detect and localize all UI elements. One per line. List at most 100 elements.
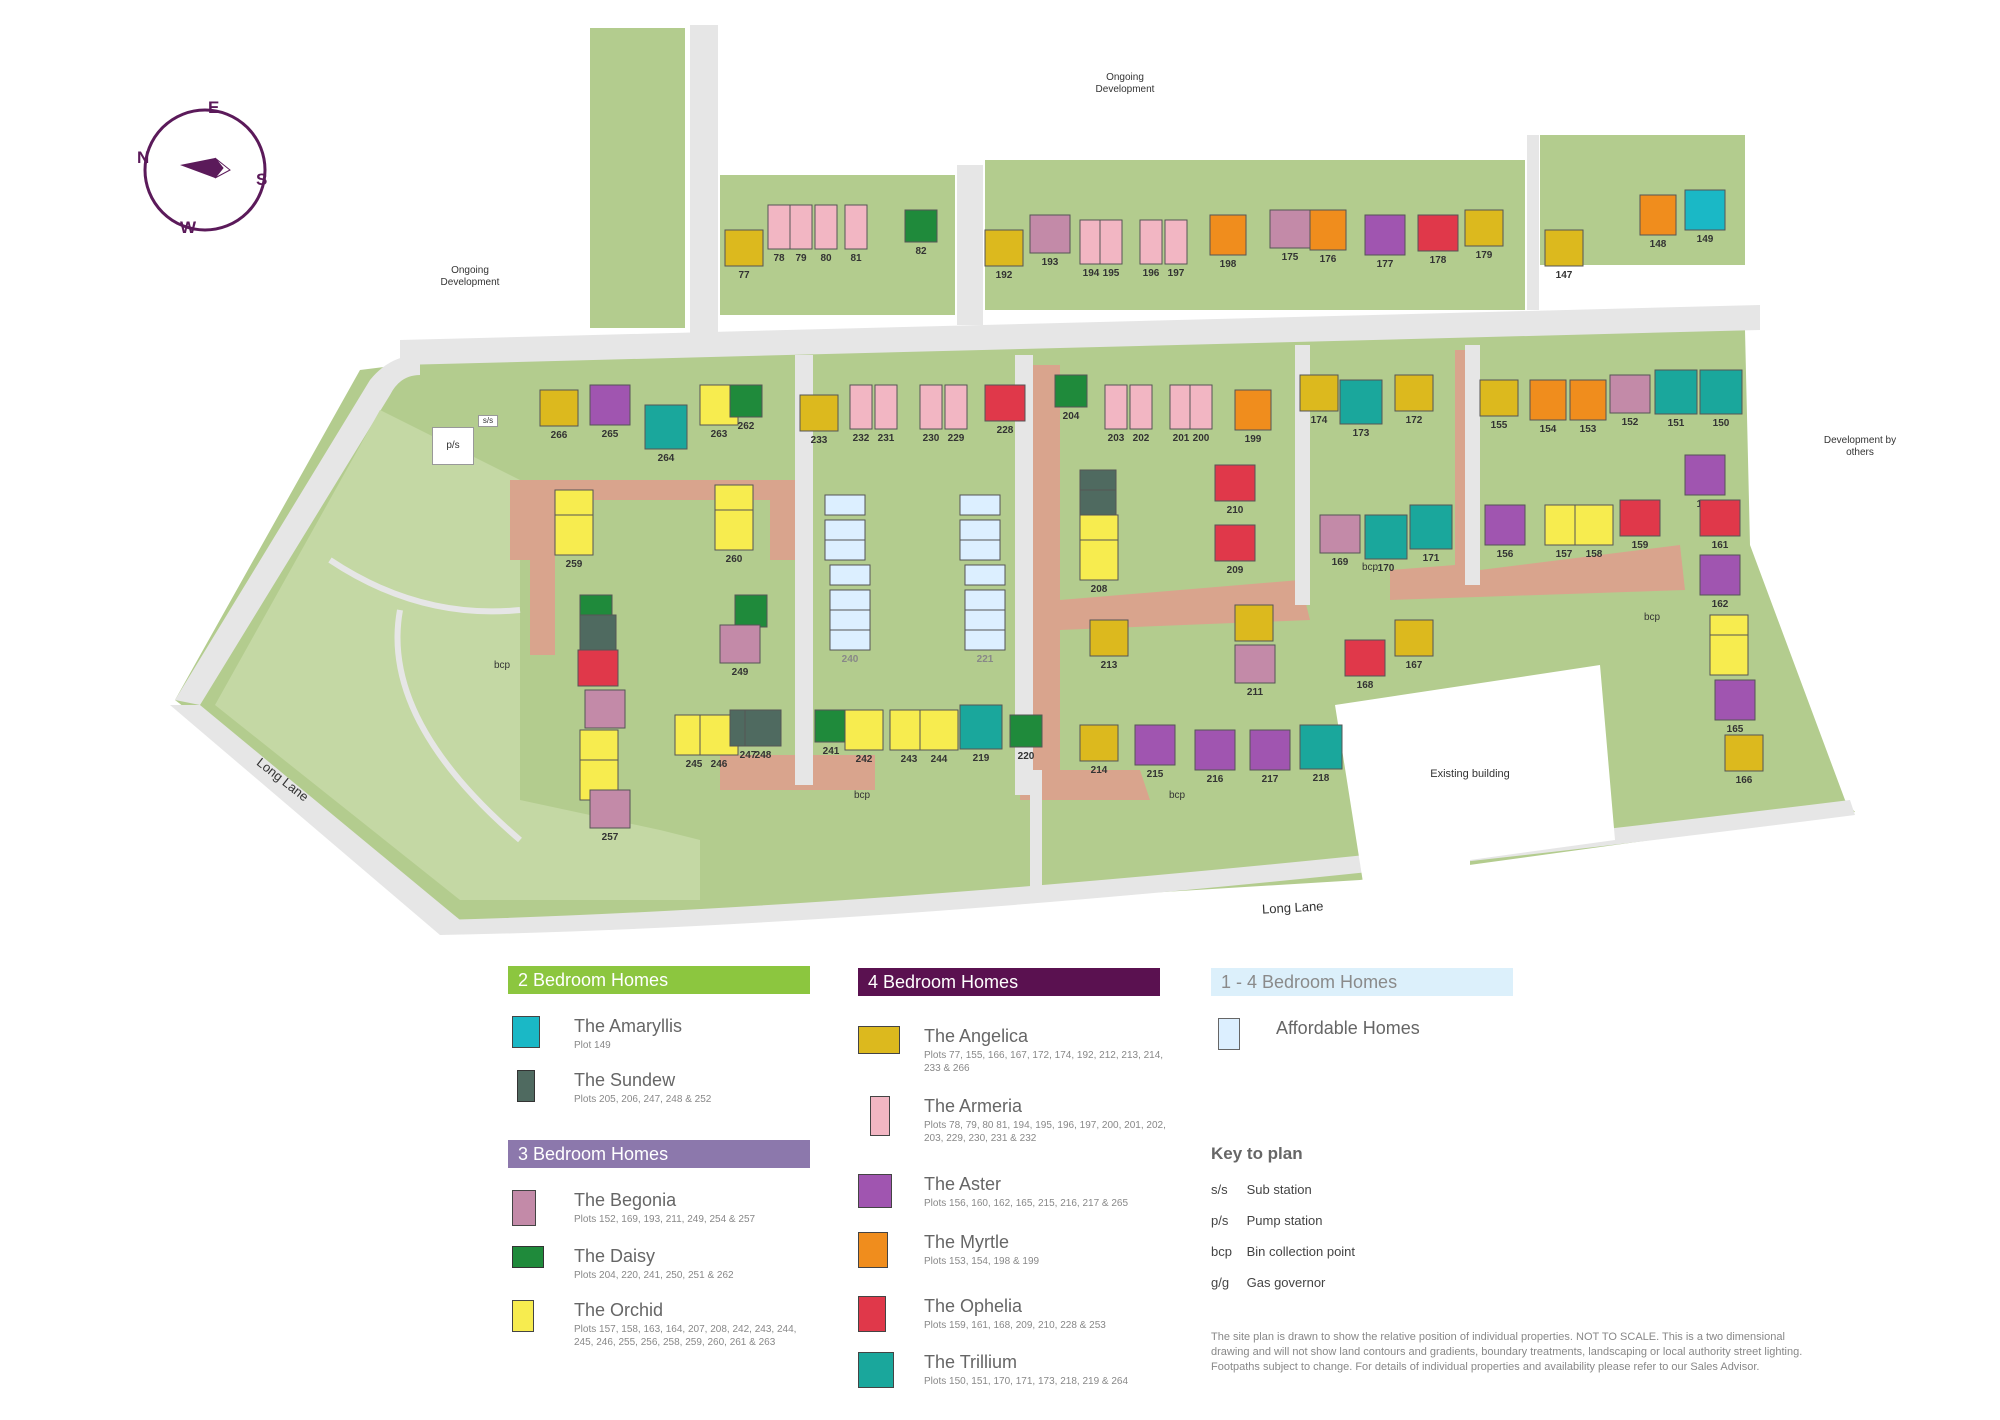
plot-209[interactable]: 209 [1214, 524, 1256, 576]
plot-250[interactable]: 250 [734, 594, 768, 642]
footpath-west [328, 557, 521, 615]
plot-199[interactable]: 199 [1234, 389, 1272, 445]
plot-198[interactable]: 198 [1209, 214, 1247, 270]
plot-159[interactable]: 159 [1619, 499, 1661, 551]
plot-172[interactable]: 172 [1394, 374, 1434, 426]
plot-200[interactable]: 200 [1189, 384, 1213, 444]
plot-232[interactable]: 232 [849, 384, 873, 444]
plot-214[interactable]: 214 [1079, 724, 1119, 776]
plot-217[interactable]: 217 [1249, 729, 1291, 785]
legend-plots: Plots 150, 151, 170, 171, 173, 218, 219 … [924, 1376, 1129, 1387]
plot-number: 175 [1282, 252, 1299, 263]
plot-number: 161 [1712, 540, 1729, 551]
myrtle-house-icon [1209, 214, 1247, 256]
plot-202[interactable]: 202 [1129, 384, 1153, 444]
plot-193[interactable]: 193 [1029, 214, 1071, 268]
plot-221[interactable]: 221 [964, 629, 1006, 665]
plot-233[interactable]: 233 [799, 394, 839, 446]
plot-166[interactable]: 166 [1724, 734, 1764, 786]
plot-215[interactable]: 215 [1134, 724, 1176, 780]
plot-211[interactable]: 211 [1234, 644, 1276, 698]
plot-201[interactable]: 201 [1169, 384, 1193, 444]
plot-197[interactable]: 197 [1164, 219, 1188, 279]
plot-249[interactable]: 249 [719, 624, 761, 678]
plot-260[interactable]: 260 [714, 509, 754, 565]
plot-154[interactable]: 154 [1529, 379, 1567, 435]
plot-176[interactable]: 176 [1309, 209, 1347, 265]
plot-265[interactable]: 265 [589, 384, 631, 440]
plot-79[interactable]: 79 [789, 204, 813, 264]
plot-216[interactable]: 216 [1194, 729, 1236, 785]
plot-264[interactable]: 264 [644, 404, 688, 464]
plot-151[interactable]: 151 [1654, 369, 1698, 429]
plot-240[interactable]: 240 [829, 629, 871, 665]
plot-179[interactable]: 179 [1464, 209, 1504, 261]
plot-169[interactable]: 169 [1319, 514, 1361, 568]
armeria-house-icon [1189, 384, 1213, 430]
plot-153[interactable]: 153 [1569, 379, 1607, 435]
plot-80[interactable]: 80 [814, 204, 838, 264]
plot-194[interactable]: 194 [1079, 219, 1103, 279]
plot-161[interactable]: 161 [1699, 499, 1741, 551]
plot-248[interactable]: 248 [744, 709, 782, 761]
plot-244[interactable]: 244 [919, 709, 959, 765]
daisy-house-icon [1009, 714, 1043, 748]
plot-208[interactable]: 208 [1079, 539, 1119, 595]
plot-218[interactable]: 218 [1299, 724, 1343, 784]
plot-231[interactable]: 231 [874, 384, 898, 444]
plot-173[interactable]: 173 [1339, 379, 1383, 439]
plot-229[interactable]: 229 [944, 384, 968, 444]
legend-plots: Plots 152, 169, 193, 211, 249, 254 & 257 [574, 1214, 756, 1225]
begonia-house-icon [719, 624, 761, 664]
plot-203[interactable]: 203 [1104, 384, 1128, 444]
plot-259[interactable]: 259 [554, 514, 594, 570]
plot-196[interactable]: 196 [1139, 219, 1163, 279]
plot-171[interactable]: 171 [1409, 504, 1453, 564]
legend-name: The Angelica [924, 1026, 1029, 1046]
plot-165[interactable]: 165 [1714, 679, 1756, 735]
plot-168[interactable]: 168 [1344, 639, 1386, 691]
plot-152[interactable]: 152 [1609, 374, 1651, 428]
plot-170[interactable]: 170 [1364, 514, 1408, 574]
plot-number: 158 [1586, 549, 1603, 560]
plot-174[interactable]: 174 [1299, 374, 1339, 426]
plot-162[interactable]: 162 [1699, 554, 1741, 610]
plot-147[interactable]: 147 [1544, 229, 1584, 281]
angelica-house-icon [1544, 229, 1584, 267]
plot-241[interactable]: 241 [814, 709, 848, 757]
plot-150[interactable]: 150 [1699, 369, 1743, 429]
plot-204[interactable]: 204 [1054, 374, 1088, 422]
plot-number: 176 [1320, 254, 1337, 265]
plot-220[interactable]: 220 [1009, 714, 1043, 762]
plot-158[interactable]: 158 [1574, 504, 1614, 560]
plot-156[interactable]: 156 [1484, 504, 1526, 560]
plot-266[interactable]: 266 [539, 389, 579, 441]
plot-82[interactable]: 82 [904, 209, 938, 257]
disclaimer-text: The site plan is drawn to show the relat… [1211, 1331, 1803, 1373]
label-development-by-others: Development by others [1823, 435, 1897, 458]
plot-number: 197 [1168, 268, 1185, 279]
plot-167[interactable]: 167 [1394, 619, 1434, 671]
affordable-house-icon [824, 539, 866, 561]
plot-148[interactable]: 148 [1639, 194, 1677, 250]
plot-242[interactable]: 242 [844, 709, 884, 765]
plot-210[interactable]: 210 [1214, 464, 1256, 516]
plot-175[interactable]: 175 [1269, 209, 1311, 263]
plot-number: 203 [1108, 433, 1125, 444]
plot-230[interactable]: 230 [919, 384, 943, 444]
daisy-house-icon [904, 209, 938, 243]
plot-219[interactable]: 219 [959, 704, 1003, 764]
plot-77[interactable]: 77 [724, 229, 764, 281]
plot-262[interactable]: 262 [729, 384, 763, 432]
plot-177[interactable]: 177 [1364, 214, 1406, 270]
plot-155[interactable]: 155 [1479, 379, 1519, 431]
plot-149[interactable]: 149 [1684, 189, 1726, 245]
plot-number: 155 [1491, 420, 1508, 431]
plot-213[interactable]: 213 [1089, 619, 1129, 671]
plot-192[interactable]: 192 [984, 229, 1024, 281]
plot-81[interactable]: 81 [844, 204, 868, 264]
plot-257[interactable]: 257 [589, 789, 631, 843]
plot-228[interactable]: 228 [984, 384, 1026, 436]
plot-195[interactable]: 195 [1099, 219, 1123, 279]
plot-178[interactable]: 178 [1417, 214, 1459, 266]
